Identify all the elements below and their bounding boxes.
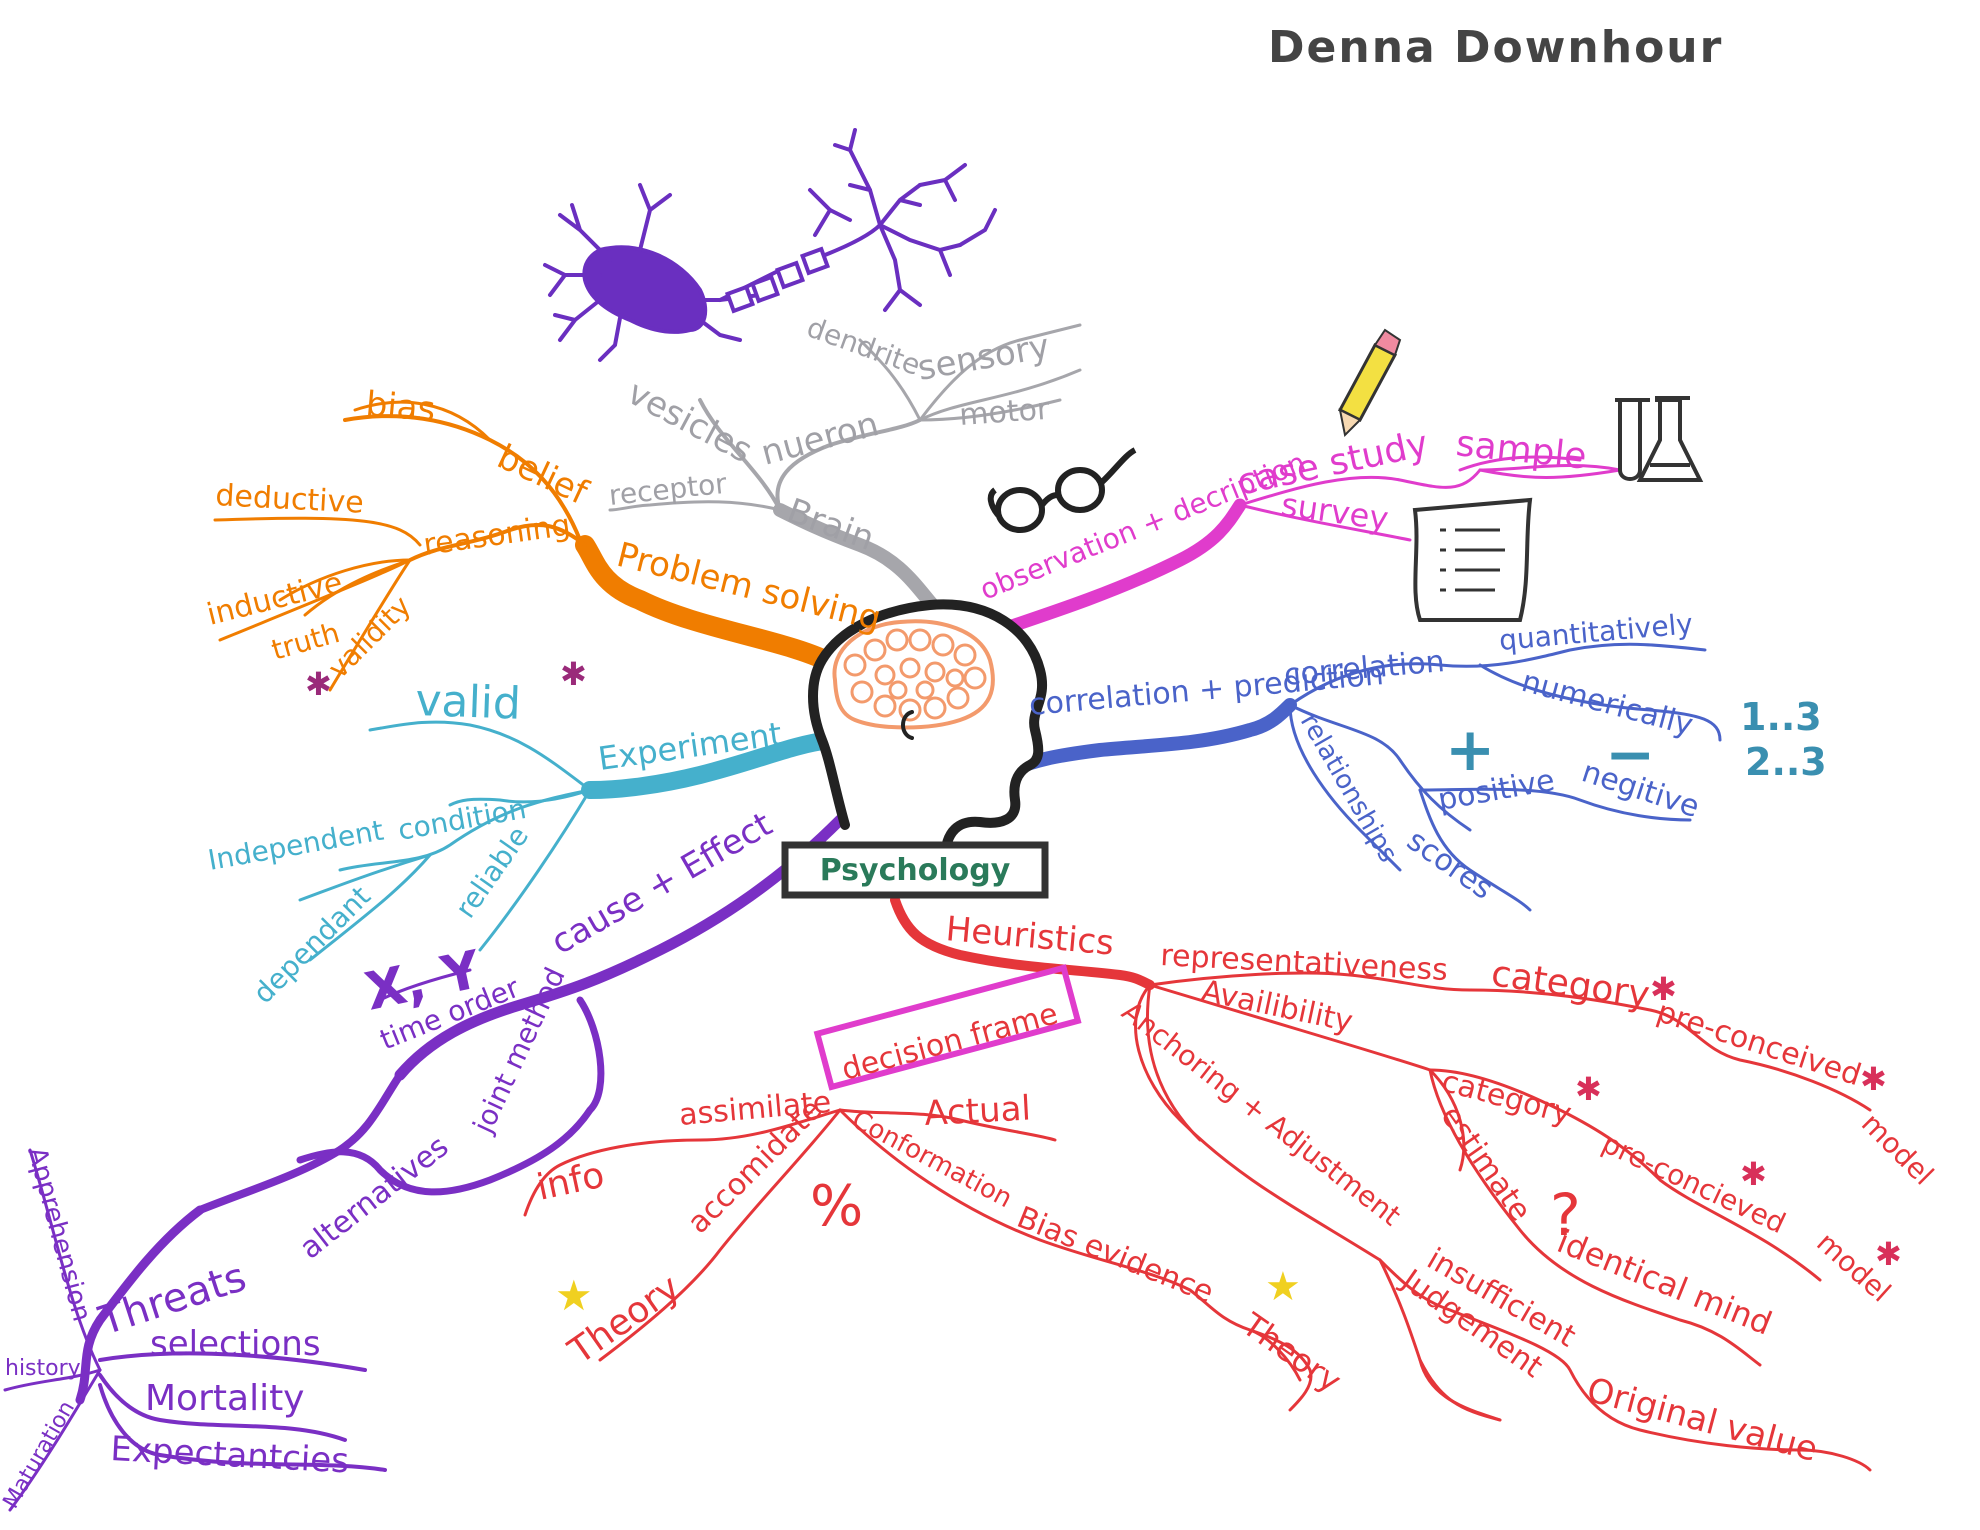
star-icon: ✱ bbox=[305, 665, 332, 703]
question-icon: ? bbox=[1550, 1181, 1581, 1249]
blue-branch-lines bbox=[993, 642, 1722, 912]
author-name: Denna Downhour bbox=[1268, 22, 1723, 73]
star-decorations: ★ ★ ✱ ✱ ✱ ✱ ✱ ✱ ✱ bbox=[305, 655, 1902, 1320]
glasses-icon bbox=[987, 447, 1137, 533]
purple-branch-labels: cause + Effect time order joint method a… bbox=[0, 804, 779, 1513]
plus-icon: + bbox=[1445, 715, 1495, 785]
label-sensory: sensory bbox=[915, 326, 1053, 388]
brain-illustration bbox=[843, 628, 987, 722]
label-motor: motor bbox=[958, 392, 1051, 433]
label-availability: Availibility bbox=[1198, 974, 1355, 1040]
blue-branch-symbols: + − 1..3 2..3 bbox=[1445, 695, 1827, 790]
label-sample: sample bbox=[1454, 423, 1588, 477]
decision-frame-box bbox=[813, 964, 1082, 1091]
cyan-branch-lines bbox=[298, 720, 839, 962]
label-nueron: nueron bbox=[757, 404, 883, 474]
label-correlation: correlation bbox=[1283, 644, 1446, 693]
center-label-box: Psychology bbox=[781, 841, 1049, 899]
label-model-1: model bbox=[1855, 1107, 1940, 1192]
star-icon: ✱ bbox=[1650, 970, 1677, 1008]
minus-icon: − bbox=[1605, 720, 1655, 790]
star-icon: ✱ bbox=[1860, 1060, 1887, 1098]
label-vesicles: vesicles bbox=[621, 373, 759, 472]
label-deductive: deductive bbox=[215, 478, 365, 521]
label-receptor: receptor bbox=[607, 467, 728, 512]
star-icon: ★ bbox=[555, 1271, 593, 1320]
center-label: Psychology bbox=[820, 853, 1011, 888]
label-expectancies: Expectantcies bbox=[110, 1429, 350, 1481]
red-branch-labels: Heuristics representativeness category p… bbox=[533, 909, 1940, 1470]
purple-branch-lines bbox=[3, 814, 846, 1512]
neuron-icon bbox=[543, 128, 997, 362]
star-icon: ★ bbox=[1265, 1264, 1301, 1310]
label-original-value: Original value bbox=[1583, 1370, 1822, 1470]
label-dendrite: dendrite bbox=[803, 311, 925, 382]
label-dependent: dependant bbox=[247, 880, 377, 1010]
lab-glassware-icon bbox=[1615, 396, 1704, 482]
label-selections: selections bbox=[150, 1324, 321, 1364]
star-icon: ✱ bbox=[1575, 1070, 1602, 1108]
label-survey: survey bbox=[1279, 485, 1391, 538]
percent-icon: % bbox=[810, 1174, 863, 1239]
head-illustration bbox=[808, 599, 1048, 875]
survey-document-icon bbox=[1412, 497, 1533, 622]
star-icon: ✱ bbox=[560, 655, 587, 693]
symbol-numbers-1: 1..3 bbox=[1740, 695, 1822, 739]
label-history: history bbox=[5, 1356, 81, 1381]
gray-branch-lines bbox=[608, 323, 1082, 615]
gray-branch-labels: Brain vesicles nueron dendrite sensory m… bbox=[607, 311, 1052, 559]
label-representativeness: representativeness bbox=[1160, 938, 1449, 988]
label-cause-effect: cause + Effect bbox=[545, 804, 779, 962]
label-scores: scores bbox=[1400, 823, 1499, 907]
label-mortality: Mortality bbox=[145, 1378, 305, 1419]
label-maturation: Maturation bbox=[0, 1397, 80, 1513]
label-actual: Actual bbox=[923, 1088, 1031, 1134]
label-theory-2: Theory bbox=[1235, 1305, 1349, 1400]
label-decision-frame: decision frame bbox=[838, 996, 1062, 1087]
label-apprehension: Apprehension bbox=[21, 1144, 96, 1325]
label-valid: valid bbox=[415, 675, 522, 730]
label-info: info bbox=[533, 1155, 608, 1209]
label-category-1: category bbox=[1489, 953, 1652, 1016]
red-branch-symbols: % ? bbox=[810, 1174, 1581, 1249]
label-relationships: relationships bbox=[1294, 709, 1403, 868]
red-branch-lines bbox=[523, 895, 1872, 1472]
star-icon: ✱ bbox=[1875, 1235, 1902, 1273]
star-icon: ✱ bbox=[1740, 1155, 1767, 1193]
magenta-branch-lines bbox=[978, 455, 1621, 642]
ear-mark bbox=[901, 710, 914, 740]
orange-branch-lines bbox=[213, 400, 845, 692]
label-anchoring: Anchoring + Adjustment bbox=[1116, 995, 1407, 1233]
label-bias-evidence: Bias evidence bbox=[1012, 1200, 1218, 1311]
pencil-icon bbox=[1337, 328, 1402, 438]
label-brain: Brain bbox=[782, 491, 879, 559]
label-bias: bias bbox=[364, 384, 437, 430]
label-quantitatively: quantitatively bbox=[1498, 607, 1694, 657]
blue-branch-labels: correlation + prediction correlation qua… bbox=[1028, 607, 1704, 907]
label-reasoning: reasoning bbox=[421, 508, 572, 563]
label-alternatives: alternatives bbox=[293, 1129, 455, 1266]
label-preconceived-1: pre-conceived bbox=[1653, 994, 1866, 1093]
label-belief: belief bbox=[491, 437, 594, 514]
symbol-numbers-2: 2..3 bbox=[1745, 740, 1827, 784]
